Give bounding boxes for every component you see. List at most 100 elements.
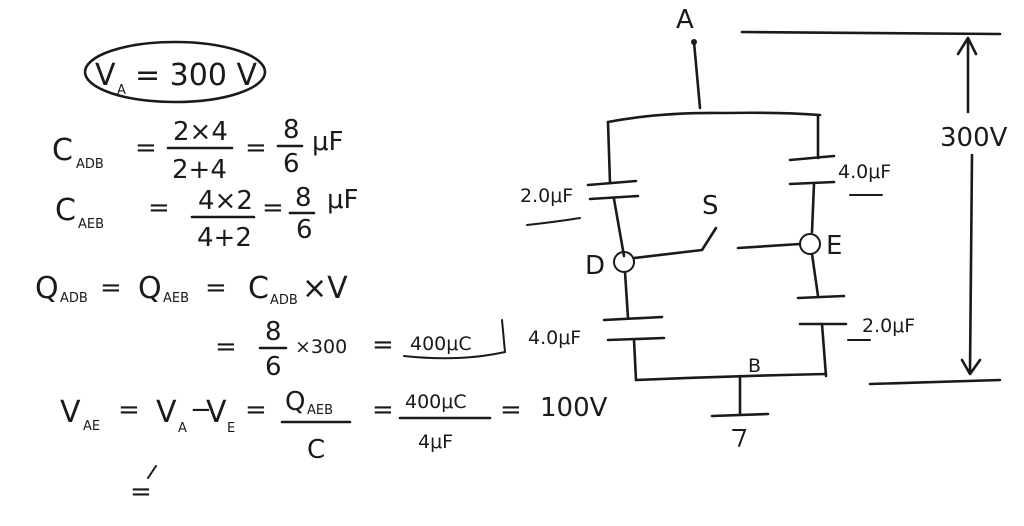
vae-subscript: AE xyxy=(83,419,100,434)
vae-label: V xyxy=(60,395,81,430)
voltage-arrow-down-head xyxy=(960,358,982,376)
voltage-arrow-down-shaft xyxy=(968,153,974,374)
c-adb-numerator: 2×4 xyxy=(173,117,228,147)
cap-eb-plate-1 xyxy=(796,294,846,300)
vae-equation: V AE = V A − V E = Q AEB C = 400μC 4μF =… xyxy=(60,387,608,465)
vae-va-label: V xyxy=(156,395,177,430)
wire-d-down xyxy=(623,270,630,320)
wire-left-bottom xyxy=(632,338,638,382)
va-circle xyxy=(83,40,267,104)
wire-left-to-d xyxy=(612,197,626,258)
c-aeb-numerator: 4×2 xyxy=(198,186,253,216)
voltage-bottom-line xyxy=(868,378,1002,386)
c-adb-equals-2: = xyxy=(245,133,267,163)
voltage-arrow-up-head xyxy=(956,36,978,56)
cap-ae-plate-1 xyxy=(788,154,836,162)
cap-ad-plate-1 xyxy=(586,179,638,187)
c-aeb-unit: μF xyxy=(327,185,359,215)
vae-va-subscript: A xyxy=(178,421,187,436)
c-adb-equals-1: = xyxy=(135,133,157,163)
wire-right-bottom xyxy=(820,322,828,378)
q-aeb-subscript: AEB xyxy=(163,291,189,306)
q2-numerator: 8 xyxy=(265,317,282,347)
trailing-equals: = xyxy=(130,477,152,507)
q-equals-2: = xyxy=(205,273,227,303)
c-adb-result-numerator: 8 xyxy=(283,115,300,145)
va-equation: V A = 300 V xyxy=(83,40,267,104)
charge-value-equation: = 8 6 ×300 = 400μC xyxy=(215,317,507,382)
pen-cursor-mark xyxy=(147,465,157,479)
switch-arm xyxy=(632,226,718,260)
vae-ve-subscript: E xyxy=(227,421,235,436)
cap-ad-label: 2.0μF xyxy=(520,185,573,207)
q2-equals-2: = xyxy=(372,330,394,360)
wire-left-top xyxy=(606,120,612,185)
q-aeb-label: Q xyxy=(138,271,162,306)
q2-result: 400μC xyxy=(410,333,472,355)
node-e-circle xyxy=(799,233,821,255)
q-adb-label: Q xyxy=(35,271,59,306)
vae-fraction-numerator-sub: AEB xyxy=(307,403,333,418)
wire-a-down xyxy=(692,40,702,110)
cap-db-label: 4.0μF xyxy=(528,327,581,349)
c-aeb-equation: C AEB = 4×2 4+2 = 8 6 μF xyxy=(55,183,359,253)
vae-equals-1: = xyxy=(118,395,140,425)
voltage-label: 300V xyxy=(940,123,1008,153)
wire-e-down xyxy=(810,252,820,298)
voltage-top-line xyxy=(740,30,1002,36)
cap-db-plate-1 xyxy=(602,315,664,322)
c-aeb-result-numerator: 8 xyxy=(295,183,312,213)
vae-minus: − xyxy=(190,395,212,425)
node-a-label: A xyxy=(676,5,694,35)
c-adb-result-denominator: 6 xyxy=(283,149,300,179)
cap-ad-underline xyxy=(526,217,581,226)
switch-label: S xyxy=(702,191,719,221)
charge-equation: Q ADB = Q AEB = C ADB ×V xyxy=(35,271,348,308)
circuit-diagram: A 2.0μF D S 4.0μF 4.0μF E xyxy=(520,5,1008,447)
wire-top xyxy=(606,111,822,124)
c-adb-equation: C ADB = 2×4 2+4 = 8 6 μF xyxy=(52,115,344,185)
vae-result: 100V xyxy=(540,393,608,423)
cap-ae-label: 4.0μF xyxy=(838,161,891,183)
ground-mark xyxy=(732,429,747,447)
q2-result-underline xyxy=(403,319,507,360)
cap-ae-plate-2 xyxy=(788,180,836,186)
q-adb-subscript: ADB xyxy=(60,291,88,306)
vae-ve-label: V xyxy=(206,395,227,430)
q-c-adb-subscript: ADB xyxy=(270,293,298,308)
va-value: = 300 V xyxy=(135,58,257,93)
cap-ad-plate-2 xyxy=(588,194,640,201)
c-aeb-subscript: AEB xyxy=(78,217,104,232)
q2-equals: = xyxy=(215,332,237,362)
q2-multiplier: ×300 xyxy=(295,336,347,358)
c-adb-denominator: 2+4 xyxy=(172,155,227,185)
c-adb-label: C xyxy=(52,133,73,168)
c-aeb-denominator: 4+2 xyxy=(197,223,252,253)
cap-eb-label: 2.0μF xyxy=(862,315,915,337)
c-aeb-label: C xyxy=(55,193,76,228)
vae-fraction-denominator: C xyxy=(307,435,325,465)
cap-db-plate-2 xyxy=(606,336,666,342)
vae-fraction-numerator: Q xyxy=(285,387,305,417)
va-subscript: A xyxy=(117,83,126,98)
node-e-label: E xyxy=(826,231,842,261)
vae-equals-3: = xyxy=(372,395,394,425)
c-aeb-equals-2: = xyxy=(262,193,284,223)
c-aeb-result-denominator: 6 xyxy=(296,215,313,245)
q-equals-1: = xyxy=(100,273,122,303)
ground-bar-1 xyxy=(710,412,770,418)
node-b-label: B xyxy=(748,355,761,377)
c-aeb-equals-1: = xyxy=(148,193,170,223)
vae-equals-4: = xyxy=(500,395,522,425)
node-d-label: D xyxy=(585,251,605,281)
vae-numerator-2: 400μC xyxy=(405,391,467,413)
c-adb-unit: μF xyxy=(312,127,344,157)
q2-denominator: 6 xyxy=(265,352,282,382)
q-times-v: ×V xyxy=(302,271,348,306)
wire-right-to-e xyxy=(810,182,816,234)
switch-wire-to-e xyxy=(736,242,802,250)
va-label: V xyxy=(95,58,116,93)
vae-denominator-2: 4μF xyxy=(418,431,453,453)
wire-bottom xyxy=(634,372,828,382)
q-c-adb-label: C xyxy=(248,271,269,306)
